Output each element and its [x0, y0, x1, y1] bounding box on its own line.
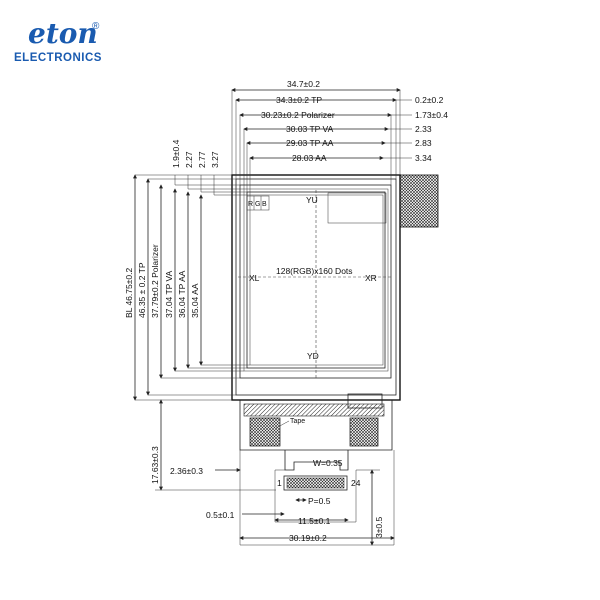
fpc-finger-outline: [283, 475, 348, 491]
dim-polarizer-height: 37.79±0.2 Polarizer: [150, 244, 160, 318]
module-outline: [231, 174, 439, 401]
dim-tp-aa-height: 36.04 TP AA: [177, 270, 187, 318]
registered-mark: ®: [92, 21, 100, 32]
backlight-outline: [231, 174, 401, 401]
dim-offset-r2: 1.73±0.4: [415, 110, 448, 120]
left-pad: [249, 417, 281, 447]
dim-left-c: 2.77: [197, 151, 207, 168]
resolution-label: 128(RGB)x160 Dots: [276, 266, 353, 276]
fpc-connector-hatch: [399, 174, 439, 228]
dim-tp-va-width: 30.03 TP VA: [286, 124, 334, 134]
rgb-g-label: G: [255, 201, 260, 208]
right-pad: [349, 417, 379, 447]
dim-aa-height: 35.04 AA: [190, 283, 200, 318]
tape-label: Tape: [290, 418, 305, 425]
dim-left-b: 2.27: [184, 151, 194, 168]
dim-offset-r1: 0.2±0.2: [415, 95, 444, 105]
right-offset-leaders: [383, 99, 412, 159]
xr-label: XR: [365, 273, 377, 283]
yu-label: YU: [306, 195, 318, 205]
tape-hatch: [243, 403, 385, 417]
xl-label: XL: [249, 273, 260, 283]
aa-outline: [249, 194, 384, 366]
eton-logo-mark: eton ®: [28, 18, 100, 48]
polarizer-outline: [239, 184, 392, 379]
dim-finger-span: 11.5±0.1: [298, 516, 331, 526]
dim-aa-width: 28.03 AA: [292, 153, 327, 163]
dim-offset-r4: 2.83: [415, 138, 432, 148]
dim-left-a: 1.9±0.4: [171, 139, 181, 168]
top-dimensions: [231, 88, 401, 195]
dim-bl-width: 34.7±0.2: [287, 79, 320, 89]
dim-offset-r3: 2.33: [415, 124, 432, 134]
dim-bl-height: BL 46.75±0.2: [124, 268, 134, 318]
rgb-marker: R G B: [246, 195, 270, 211]
fpc-tail: [239, 393, 395, 546]
dim-fpc-offset: 2.36±0.3: [170, 466, 203, 476]
dim-tp-width: 34.3±0.2 TP: [276, 95, 322, 105]
brand-subtitle: ELECTRONICS: [14, 52, 102, 64]
brand-mark: eton: [28, 18, 98, 48]
dim-pad-width: 0.5±0.1: [206, 510, 235, 520]
tp-outline: [235, 178, 397, 396]
dim-fpc-height: 17.63±0.3: [150, 446, 160, 484]
left-small-offset-leaders: [174, 175, 250, 196]
rgb-r-label: R: [248, 201, 253, 208]
rgb-b-label: B: [262, 201, 267, 208]
dim-offset-r5: 3.34: [415, 153, 432, 163]
yd-label: YD: [307, 351, 319, 361]
vertical-dimensions: [133, 174, 276, 491]
eton-logo: eton ® ELECTRONICS: [8, 10, 128, 70]
dim-tp-height: 46.35 ± 0.2 TP: [137, 262, 147, 318]
w-label: W=0.35: [313, 458, 343, 468]
bottom-dimensions: [215, 468, 395, 546]
dim-polarizer-width: 30.23±0.2 Polarizer: [261, 110, 335, 120]
pin-first-label: 1: [277, 478, 282, 488]
flex-tab: [347, 393, 383, 409]
ic-area: [327, 192, 387, 224]
dim-fpc-width: 30.19±0.2: [289, 533, 327, 543]
dim-fpc-tail: 3±0.5: [374, 517, 384, 538]
dim-tp-va-height: 37.04 TP VA: [164, 270, 174, 318]
pitch-label: P=0.5: [308, 496, 331, 506]
pin-last-label: 24: [351, 478, 361, 488]
dim-left-d: 3.27: [210, 151, 220, 168]
dim-tp-aa-width: 29.03 TP AA: [286, 138, 334, 148]
fpc-fingers: [286, 477, 345, 489]
